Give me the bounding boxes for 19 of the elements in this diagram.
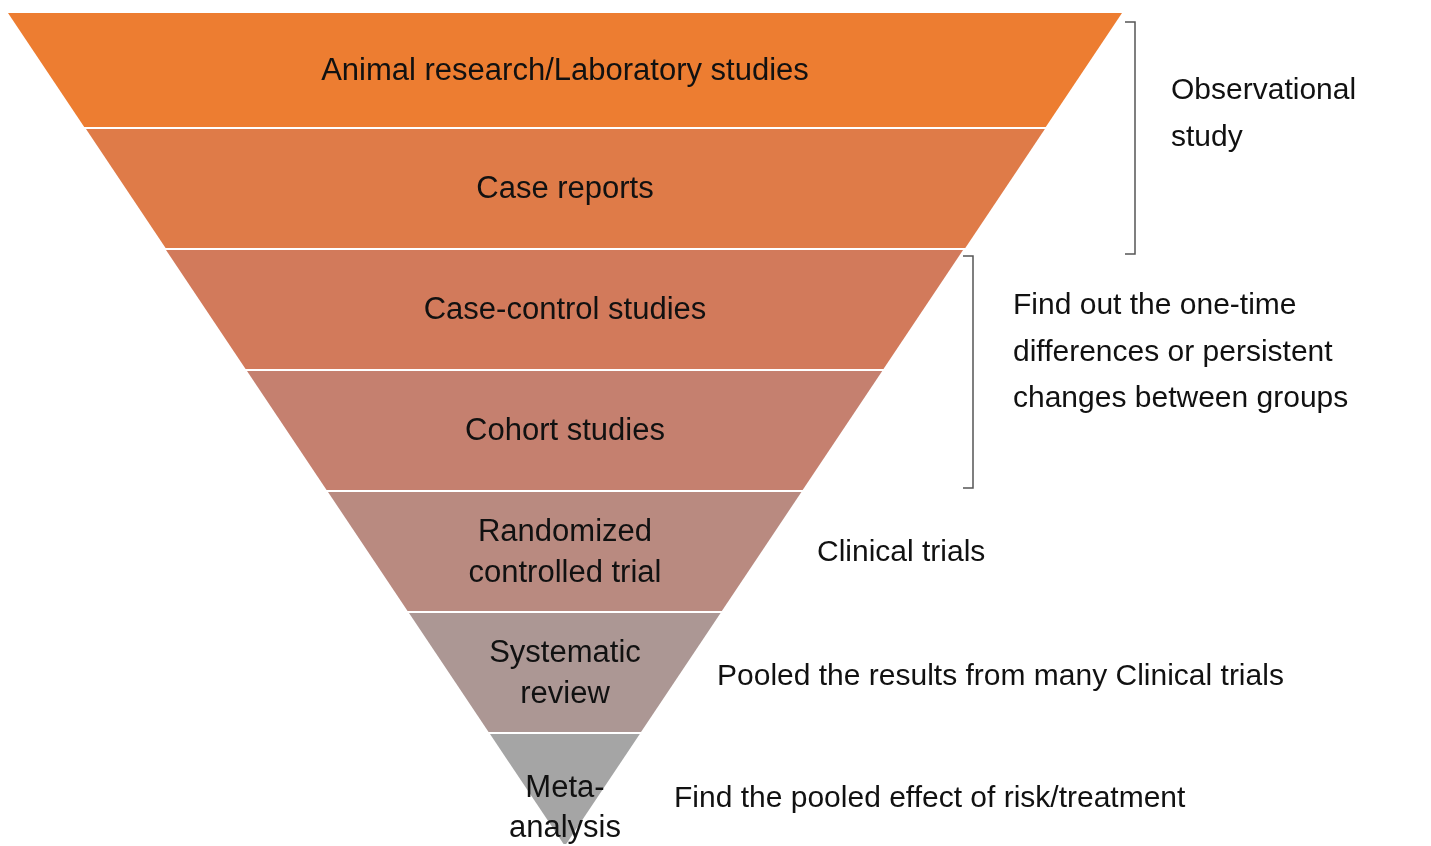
tier-label: Cohort studies bbox=[465, 411, 665, 450]
annotation-text: Observational study bbox=[1171, 71, 1358, 154]
pyramid-tier bbox=[490, 734, 640, 844]
pyramid-tier bbox=[166, 250, 964, 369]
tier-label: Meta-analysis bbox=[508, 767, 622, 846]
tier-label: Randomized controlled trial bbox=[467, 512, 663, 591]
annotation-text: Clinical trials bbox=[817, 533, 986, 569]
tier-label: Animal research/Laboratory studies bbox=[321, 50, 809, 89]
pyramid-tier bbox=[8, 13, 1122, 127]
annotation-text: Pooled the results from many Clinical trials bbox=[717, 657, 1284, 693]
annotation-text: Find the pooled effect of risk/treatment bbox=[674, 779, 1186, 815]
pyramid-tier bbox=[409, 613, 721, 732]
tier-label: Case-control studies bbox=[423, 290, 707, 329]
tier-label: Systematic review bbox=[488, 633, 642, 712]
annotation-text: Find out the one-time differences or persistent changes between groups bbox=[1013, 286, 1350, 415]
pyramid-tier bbox=[85, 129, 1045, 248]
tier-label: Case reports bbox=[476, 169, 654, 208]
pyramid-tier bbox=[247, 371, 883, 490]
pyramid-tier bbox=[328, 492, 802, 611]
